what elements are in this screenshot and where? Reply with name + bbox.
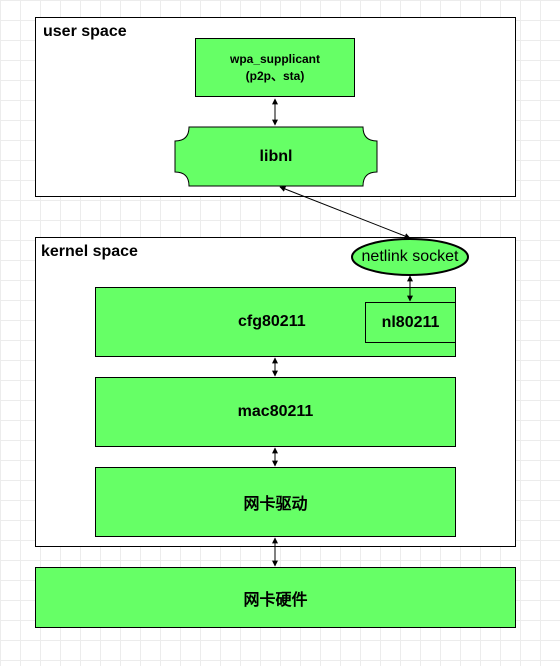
cfg80211-label: cfg80211: [238, 313, 306, 330]
netlink-socket-label: netlink socket: [361, 248, 459, 265]
libnl-label: libnl: [259, 147, 293, 165]
user-space-title: user space: [43, 23, 127, 40]
mac80211-box: mac80211: [95, 377, 456, 447]
hardware-box: 网卡硬件: [35, 567, 516, 628]
driver-box: 网卡驱动: [95, 467, 456, 537]
wpa-supplicant-modes: (p2p、sta): [245, 68, 305, 83]
wpa-supplicant-box: wpa_supplicant (p2p、sta): [195, 38, 355, 97]
wpa-supplicant-label: wpa_supplicant: [229, 51, 321, 66]
nl80211-box: nl80211: [365, 302, 456, 343]
hardware-label: 网卡硬件: [243, 591, 308, 609]
mac80211-label: mac80211: [237, 403, 314, 420]
nl80211-label: nl80211: [381, 313, 440, 331]
driver-label: 网卡驱动: [243, 496, 308, 513]
kernel-space-title: kernel space: [41, 243, 138, 260]
